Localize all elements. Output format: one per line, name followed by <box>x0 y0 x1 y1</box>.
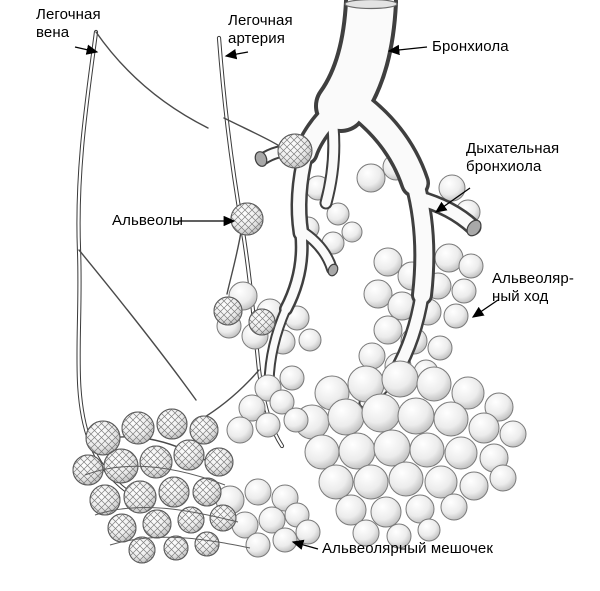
capillary-net-lines <box>84 465 251 549</box>
arrow-alveolar-duct <box>471 299 499 318</box>
arrow-respiratory-bronchiole <box>434 187 471 213</box>
alveolar-sac-spheres <box>215 360 527 558</box>
tube-open-ends <box>254 151 482 277</box>
trunk-top-opening <box>344 0 398 10</box>
label-respiratory-bronchiole: Дыхательная бронхиола <box>466 140 560 175</box>
label-alveoli: Альвеолы <box>112 212 184 229</box>
label-pulmonary-vein: Легочная вена <box>36 6 101 41</box>
arrow-bronchiole <box>387 44 428 56</box>
capillary-mesh-overlay <box>72 133 313 564</box>
arrow-pulmonary-vein <box>74 44 99 55</box>
label-alveolar-duct: Альвеоляр- ный ход <box>492 270 574 305</box>
leader-arrows <box>74 44 499 550</box>
arrow-pulmonary-artery <box>224 49 249 60</box>
label-pulmonary-artery: Легочная артерия <box>228 12 293 47</box>
label-alveolar-sac: Альвеолярный мешочек <box>322 540 493 557</box>
arrow-alveolar-sac <box>291 539 319 550</box>
label-bronchiole: Бронхиола <box>432 38 509 55</box>
